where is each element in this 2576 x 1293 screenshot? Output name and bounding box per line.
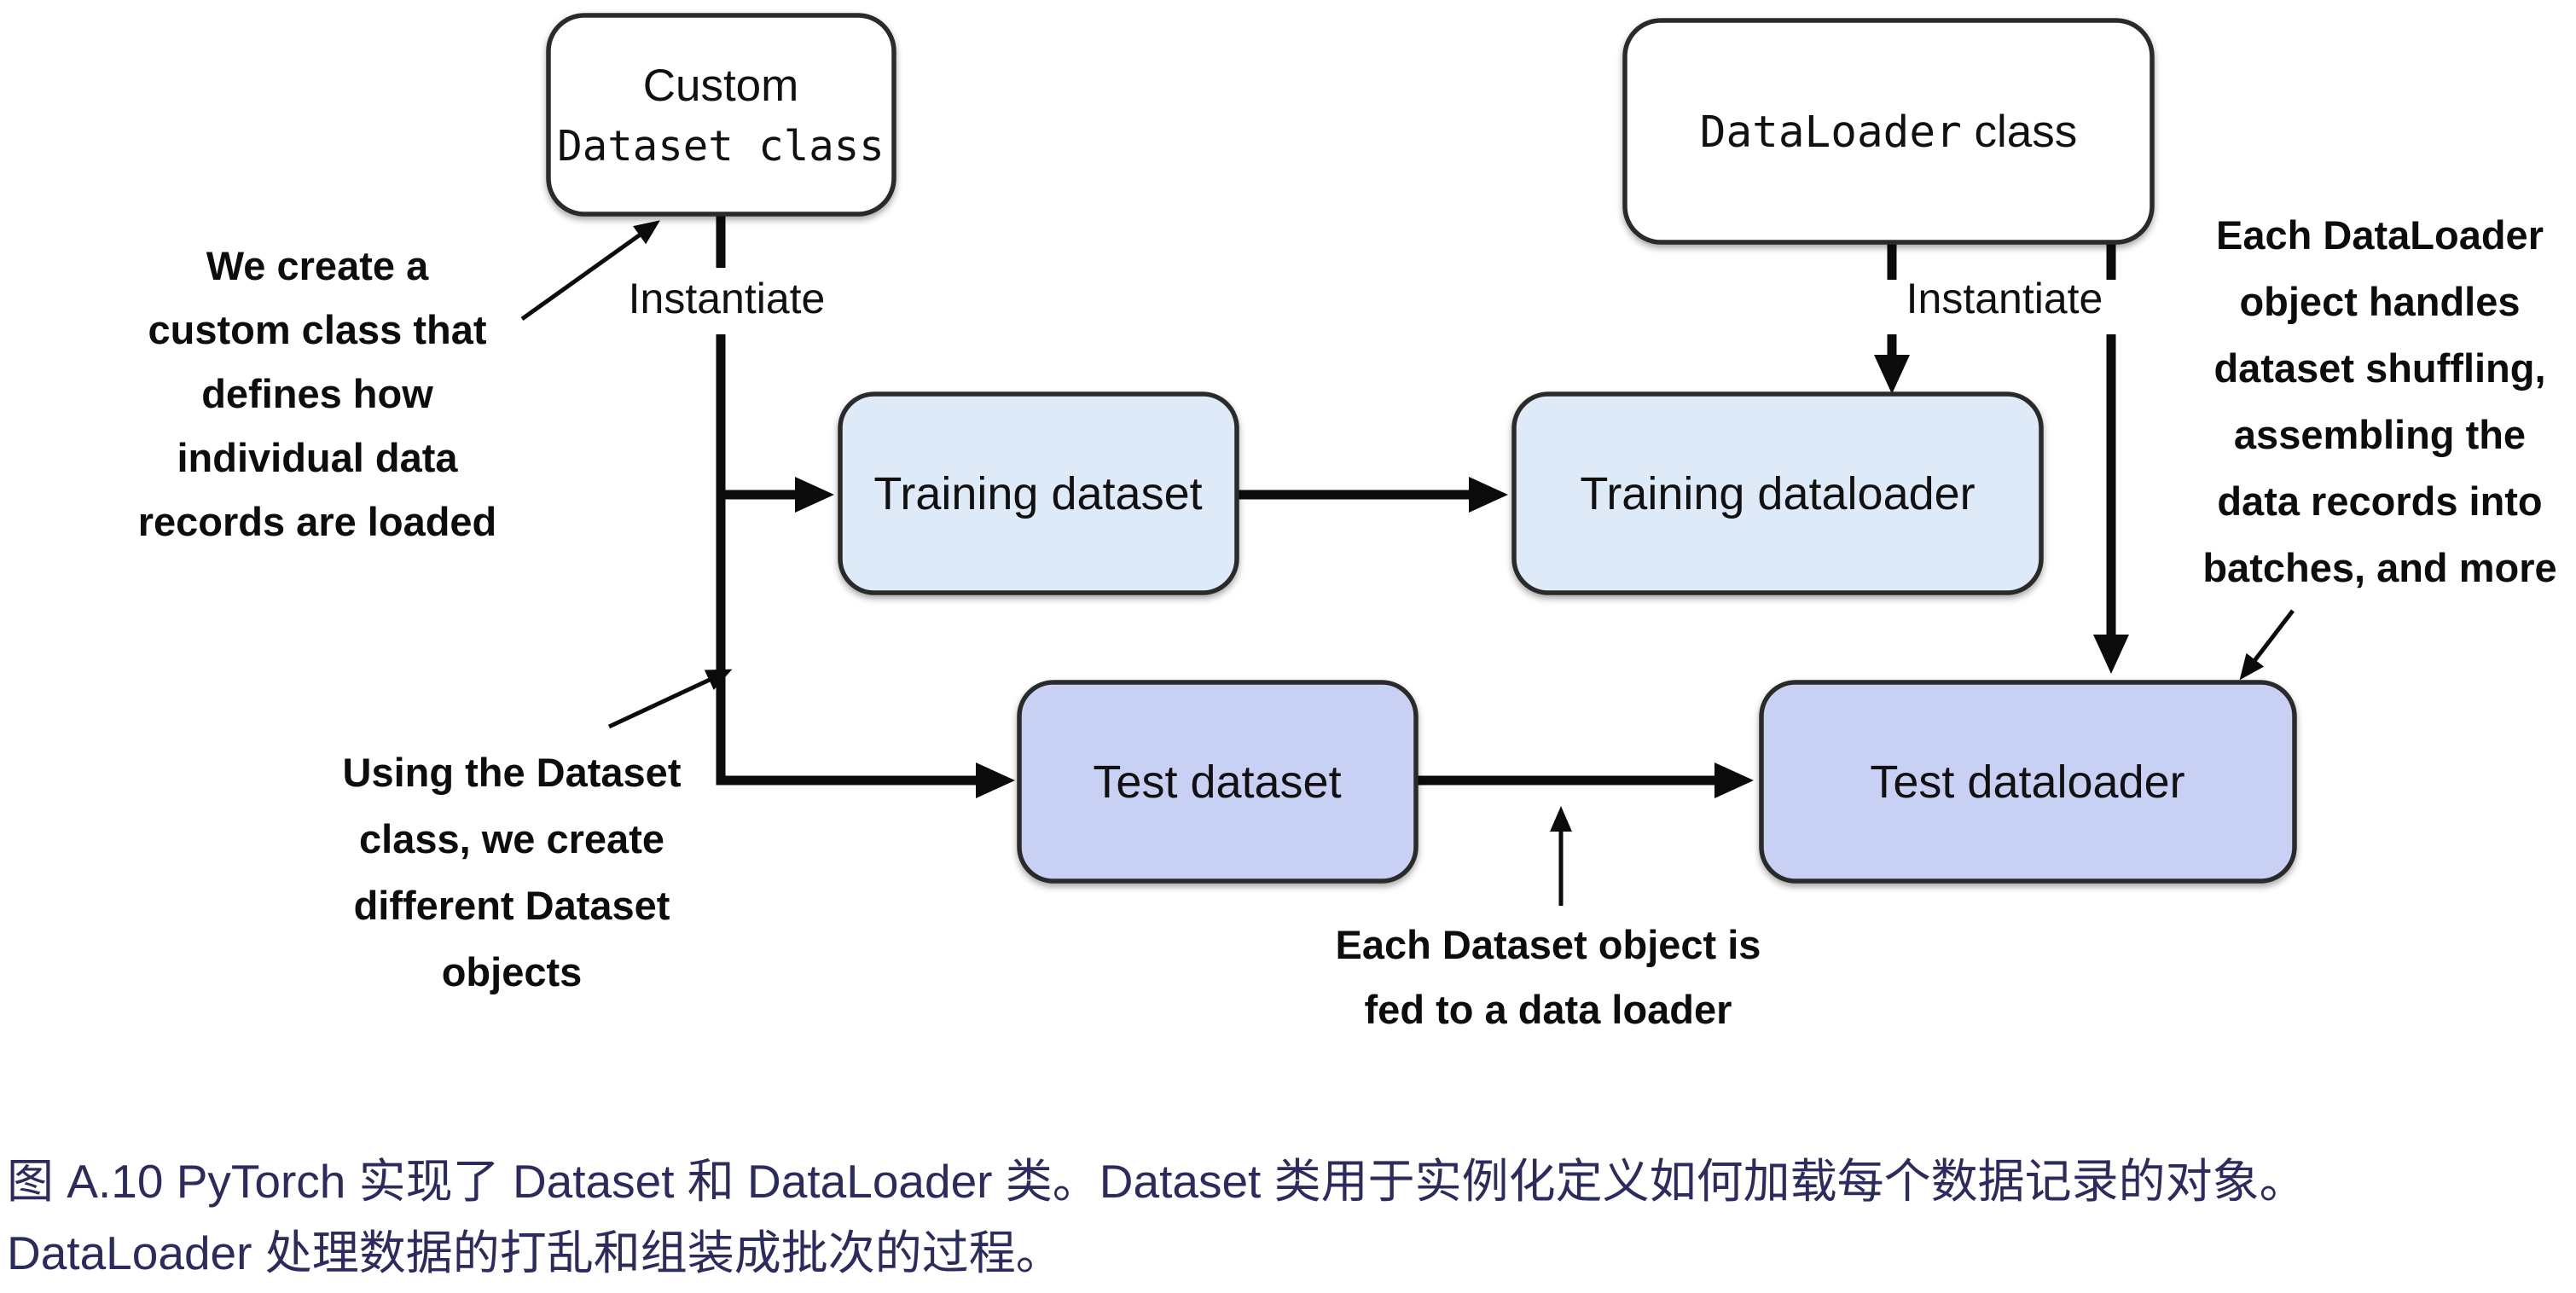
annotation-line: defines how	[201, 371, 433, 416]
annotation-line: class, we create	[359, 816, 664, 861]
annotation-line: batches, and more	[2202, 545, 2556, 590]
using-dataset-note-arrow	[607, 669, 733, 729]
annotation-line: dataset shuffling,	[2213, 345, 2545, 391]
annotation-line: assembling the	[2234, 412, 2526, 457]
annotation-dataloader-handles: Each DataLoader object handles dataset s…	[2202, 212, 2556, 590]
test-dataloader-box	[1759, 680, 2297, 884]
custom-dataset-to-test-dataset-elbow-arrow	[716, 334, 1015, 798]
annotation-line: custom class that	[148, 307, 486, 352]
annotation-line: objects	[442, 949, 583, 994]
connectors	[520, 215, 2295, 906]
custom-dataset-class-label-line2: Dataset class	[557, 122, 885, 171]
annotation-line: different Dataset	[354, 883, 670, 928]
annotation-using-dataset: Using the Dataset class, we create diffe…	[343, 750, 682, 994]
annotation-dataset-fed: Each Dataset object is fed to a data loa…	[1336, 922, 1761, 1032]
dataloader-handles-note-arrow	[2239, 609, 2295, 681]
figure-caption-line2: DataLoader 处理数据的打乱和组装成批次的过程。	[7, 1226, 1063, 1279]
test-dataset-label: Test dataset	[1093, 757, 1341, 808]
annotation-line: Each DataLoader	[2216, 212, 2544, 258]
dataloader-class-box	[1622, 18, 2155, 245]
annotation-line: Each Dataset object is	[1336, 922, 1761, 967]
dataloader-class-label-code: DataLoader	[1700, 107, 1962, 158]
instantiate-label-left: Instantiate	[629, 275, 826, 322]
annotation-line: We create a	[206, 243, 429, 288]
annotation-line: records are loaded	[138, 499, 497, 544]
training-dataset-box	[838, 391, 1239, 595]
annotation-line: object handles	[2239, 279, 2520, 324]
training-dataloader-label: Training dataloader	[1580, 468, 1975, 519]
test-dataset-box	[1017, 680, 1419, 884]
annotation-line: data records into	[2217, 478, 2542, 524]
instantiate-label-right: Instantiate	[1906, 275, 2103, 322]
annotation-line: Using the Dataset	[343, 750, 682, 795]
custom-dataset-class-label-line1: Custom	[643, 61, 799, 111]
training-dataloader-box	[1511, 391, 2044, 595]
annotation-line: fed to a data loader	[1365, 987, 1732, 1032]
create-custom-note-arrow	[520, 220, 660, 322]
annotation-line: individual data	[177, 435, 458, 480]
figure-caption-line1: 图 A.10 PyTorch 实现了 Dataset 和 DataLoader …	[7, 1155, 2306, 1208]
annotation-create-custom: We create a custom class that defines ho…	[138, 243, 497, 544]
diagram-boxes	[546, 13, 2297, 884]
dataloader-class-label: DataLoader class	[1700, 107, 2078, 158]
dataloader-class-label-rest: class	[1962, 107, 2077, 157]
test-dataloader-label: Test dataloader	[1870, 757, 2184, 808]
custom-dataset-class-box	[546, 13, 896, 217]
training-dataset-label: Training dataset	[873, 468, 1202, 519]
